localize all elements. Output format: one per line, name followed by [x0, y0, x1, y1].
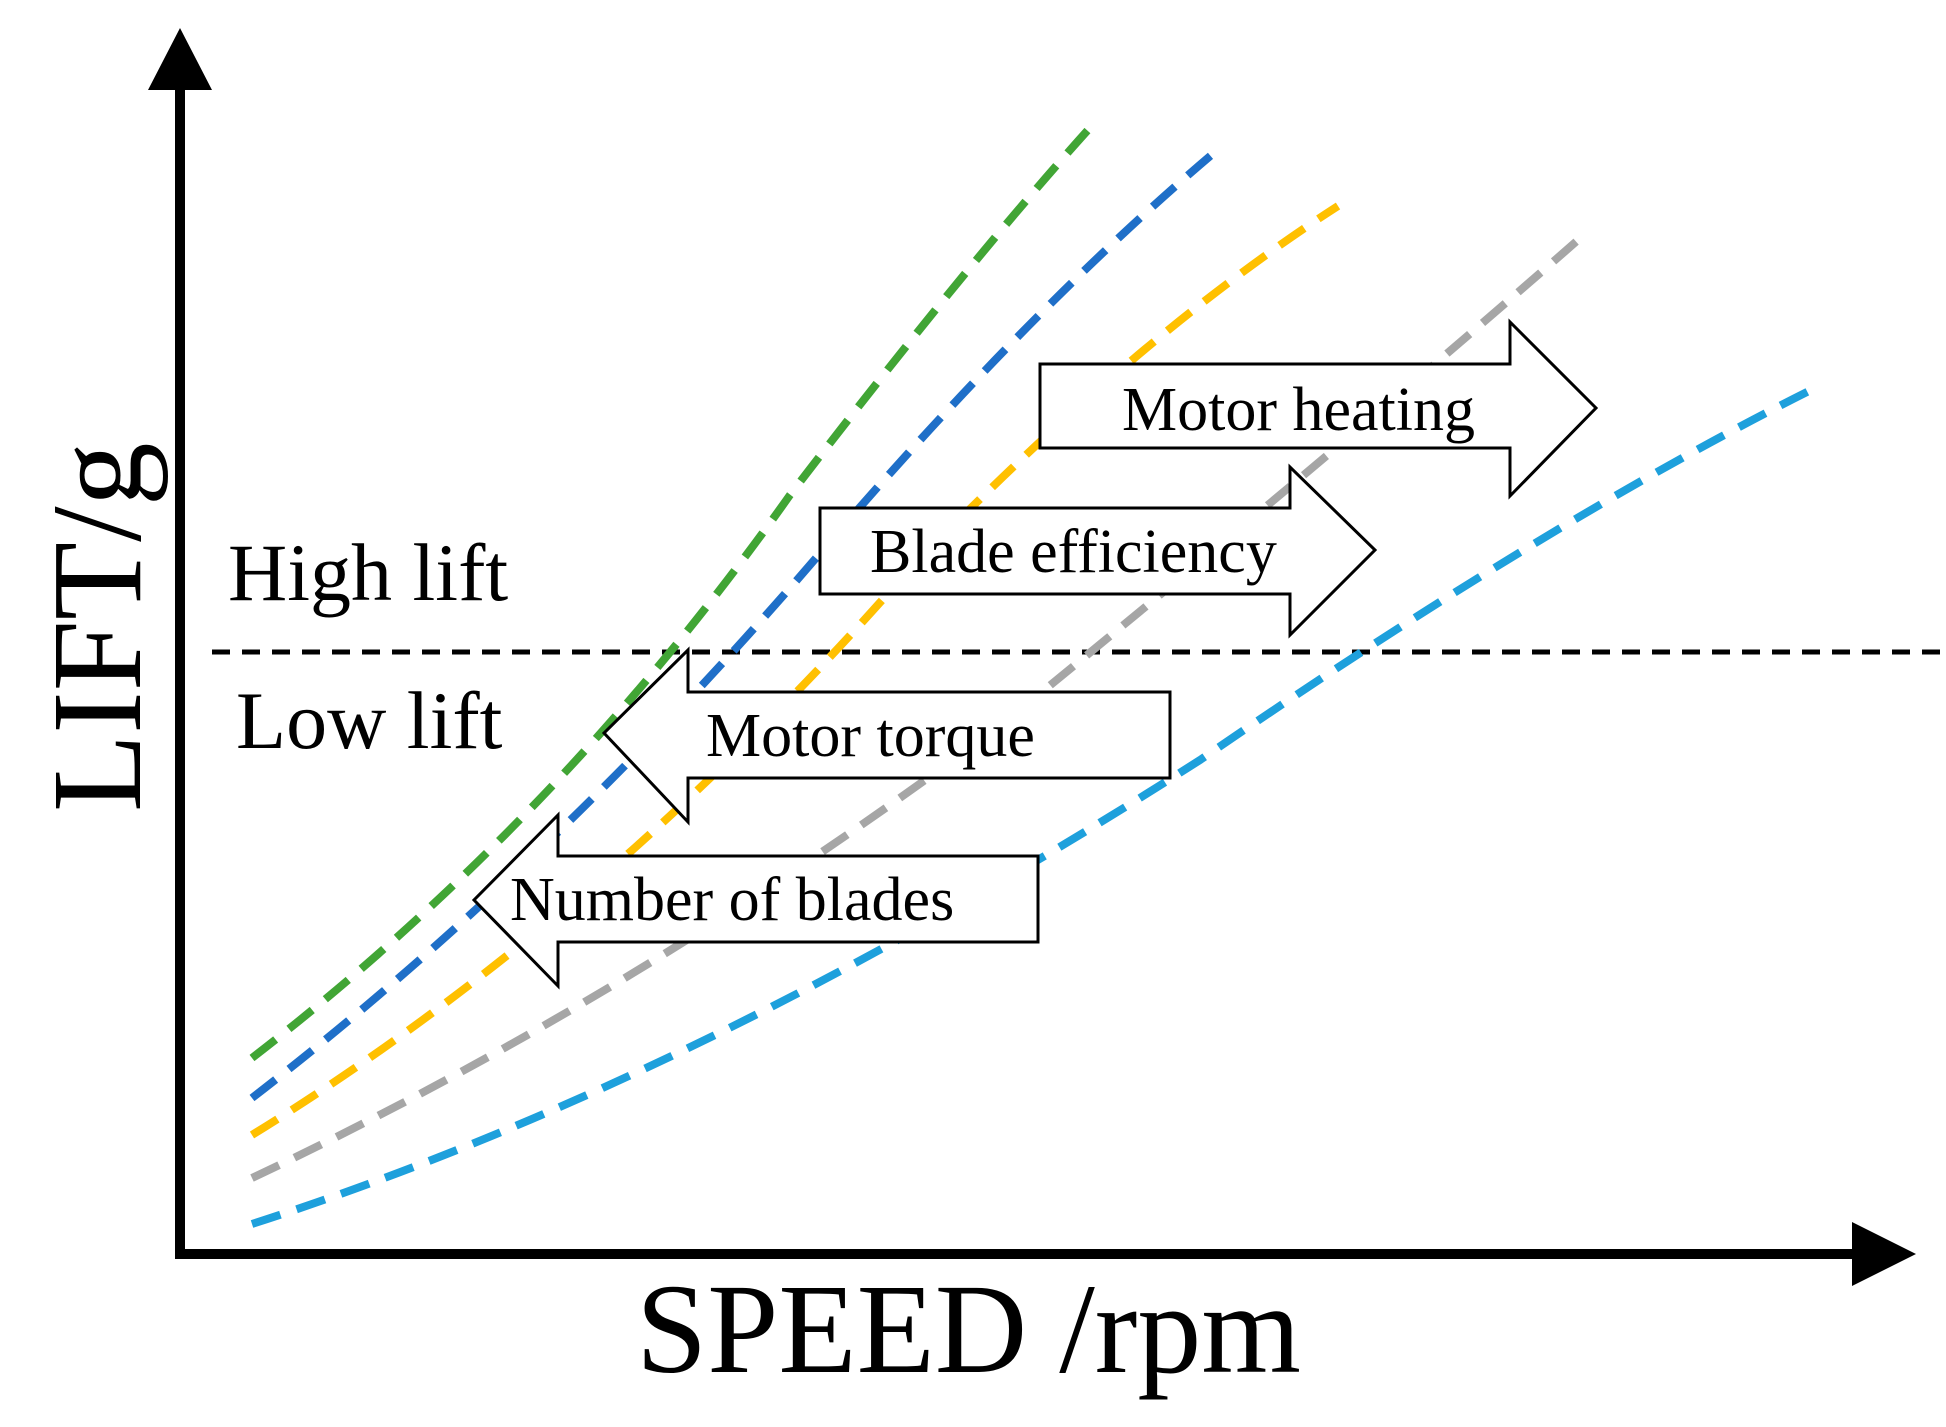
- curve-yellow: [249, 202, 1341, 1139]
- y-axis-title: LIFT/g: [26, 442, 168, 812]
- motor-heating-arrow: [1038, 318, 1599, 500]
- number-of-blades-arrow: [471, 811, 1040, 990]
- number-of-blades-label: Number of blades: [510, 866, 954, 934]
- x-axis-arrowhead: [1852, 1222, 1916, 1286]
- y-axis-arrowhead: [148, 28, 212, 90]
- motor-torque-label: Motor torque: [706, 702, 1035, 770]
- curve-light-blue: [250, 384, 1817, 1228]
- curve-green: [249, 117, 1100, 1062]
- motor-heating-label: Motor heating: [1122, 376, 1475, 444]
- blade-efficiency-label: Blade efficiency: [870, 518, 1277, 586]
- motor-torque-arrow: [601, 646, 1172, 826]
- low-lift-label: Low lift: [236, 675, 503, 766]
- blade-efficiency-arrow: [818, 463, 1378, 639]
- curve-dark-blue: [249, 148, 1218, 1102]
- high-lift-label: High lift: [228, 527, 508, 618]
- x-axis-title: SPEED /rpm: [636, 1258, 1301, 1400]
